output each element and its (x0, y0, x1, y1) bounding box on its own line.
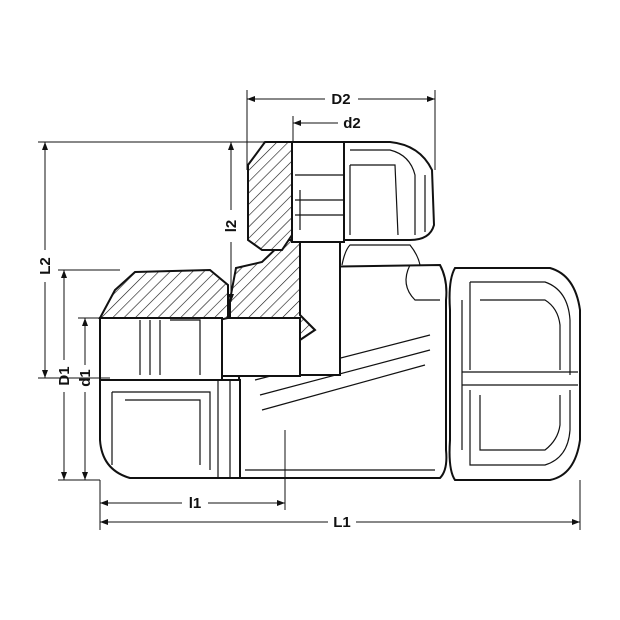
dim-label-l1: l1 (189, 495, 202, 512)
dim-label-d2: d2 (343, 115, 361, 132)
dim-label-l2: l2 (223, 220, 240, 233)
dim-label-D1: D1 (56, 366, 73, 385)
top-nut (247, 141, 436, 251)
dim-label-D2: D2 (331, 91, 350, 108)
branch-bore (299, 239, 341, 376)
left-nut (98, 268, 241, 479)
dim-label-d1: d1 (77, 369, 94, 387)
right-nut (448, 267, 581, 481)
dimension-lines (38, 90, 581, 530)
dim-label-L1: L1 (333, 514, 351, 531)
dim-label-L2: L2 (37, 257, 54, 275)
run-bore (221, 317, 301, 377)
